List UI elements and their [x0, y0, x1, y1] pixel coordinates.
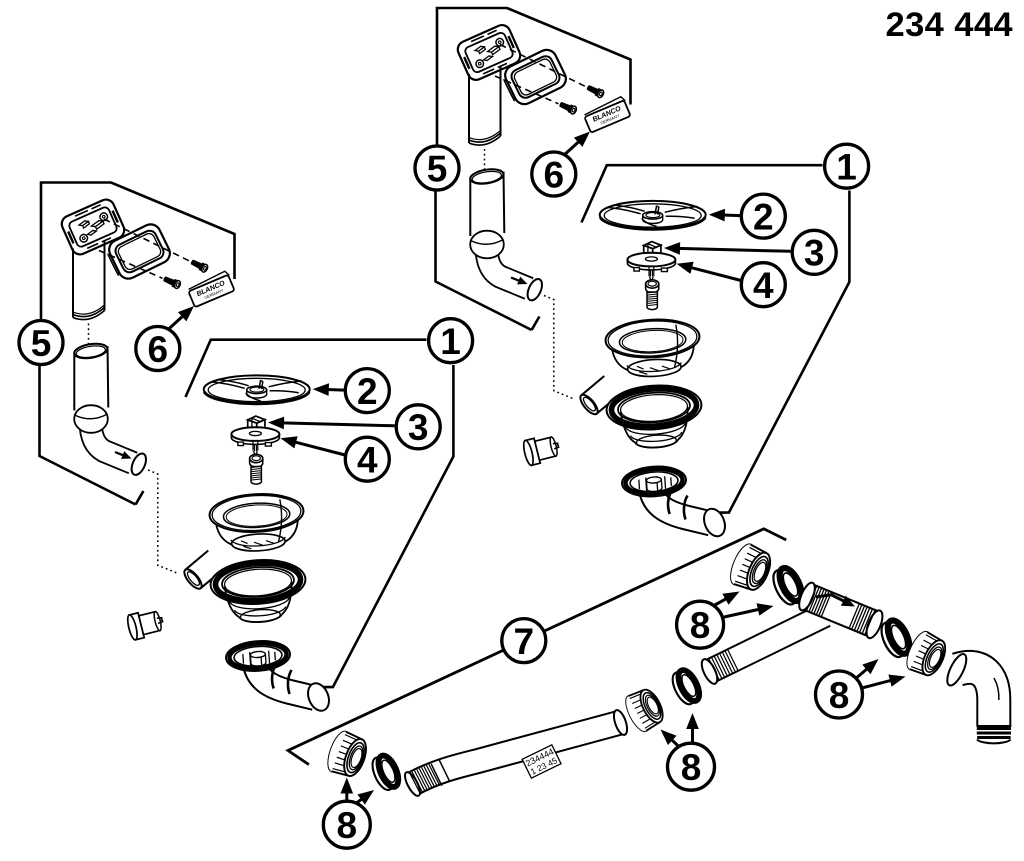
svg-text:8: 8: [681, 747, 702, 788]
svg-text:7: 7: [514, 621, 535, 662]
svg-text:234 444: 234 444: [885, 6, 1013, 44]
svg-text:8: 8: [829, 675, 850, 716]
svg-text:8: 8: [337, 805, 358, 846]
svg-text:8: 8: [690, 605, 711, 646]
